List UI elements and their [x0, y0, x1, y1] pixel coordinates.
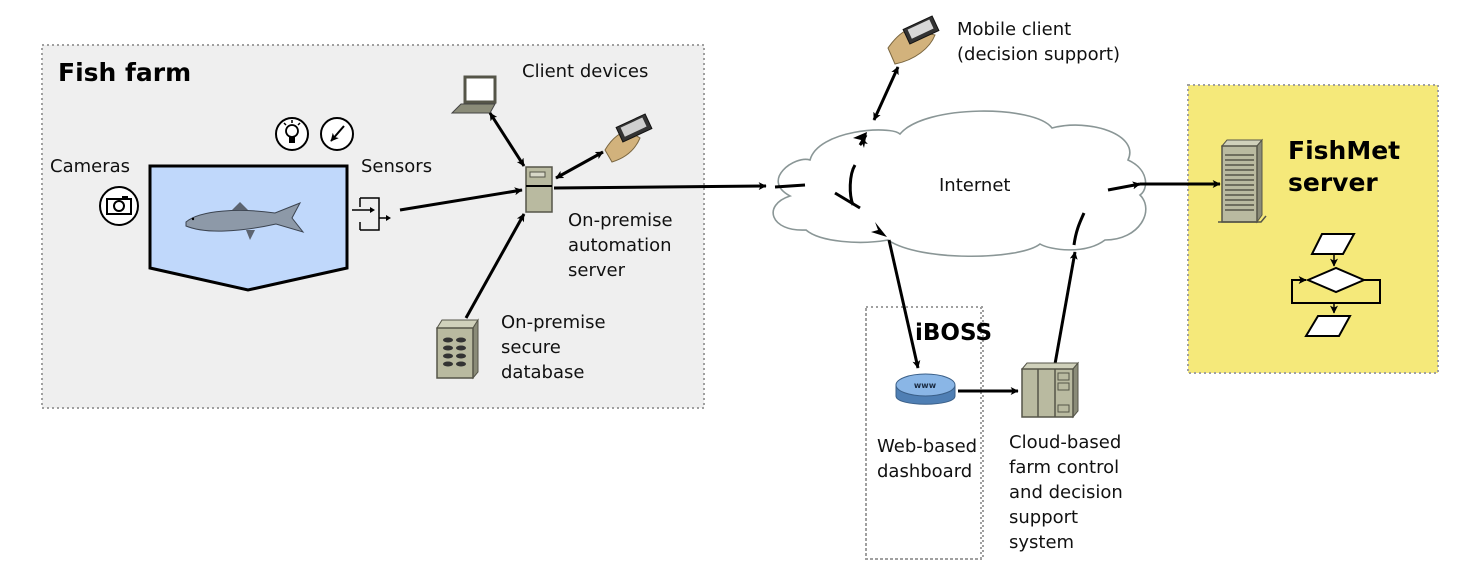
camera-icon — [99, 186, 139, 226]
database-server-icon — [436, 318, 479, 380]
internet-routes — [774, 134, 1141, 246]
edge-database-server — [464, 213, 526, 319]
sensors-label: Sensors — [361, 156, 433, 177]
internet-label: Internet — [939, 175, 1011, 196]
rack-server-icon — [1020, 361, 1080, 419]
secure-database-label: On-premise secure database — [501, 312, 606, 383]
iboss-title: iBOSS — [915, 320, 993, 346]
cloud-icon — [772, 110, 1147, 258]
internet-connections — [872, 66, 1221, 395]
mobile-client-label: Mobile client (decision support) — [957, 19, 1121, 65]
www-router-icon: www — [895, 373, 956, 405]
mobile-client-icon — [887, 15, 940, 65]
edge-laptop-server — [488, 112, 526, 167]
automation-server-label: On-premise automation server — [568, 210, 673, 281]
handheld-device-icon — [604, 113, 653, 163]
fishmet-title: FishMet server — [1288, 136, 1401, 197]
iboss-group — [865, 306, 982, 560]
edge-handheld-server — [555, 150, 604, 180]
edge-server-internet — [553, 182, 767, 191]
edge-internet-dashboard — [887, 239, 921, 369]
cameras-label: Cameras — [50, 156, 131, 177]
light-bulb-icon — [275, 117, 309, 151]
edge-sensors-server — [399, 187, 523, 212]
edge-internet-mobile — [872, 66, 900, 121]
dashboard-label: Web-based dashboard — [877, 436, 978, 482]
tower-server-icon — [1218, 138, 1267, 224]
edge-control-internet — [1053, 251, 1078, 365]
flowchart-icon — [1291, 233, 1381, 337]
signal-converter-icon — [352, 197, 391, 231]
route-arrowheads — [853, 132, 887, 237]
salmon-icon — [185, 202, 305, 240]
farm-connections — [399, 112, 767, 319]
client-devices-label: Client devices — [522, 61, 649, 82]
svg-text:www: www — [914, 381, 937, 390]
automation-server-icon — [525, 166, 553, 213]
fish-farm-title: Fish farm — [58, 58, 192, 87]
cloud-control-label: Cloud-based farm control and decision su… — [1009, 432, 1123, 553]
gauge-icon — [320, 117, 354, 151]
